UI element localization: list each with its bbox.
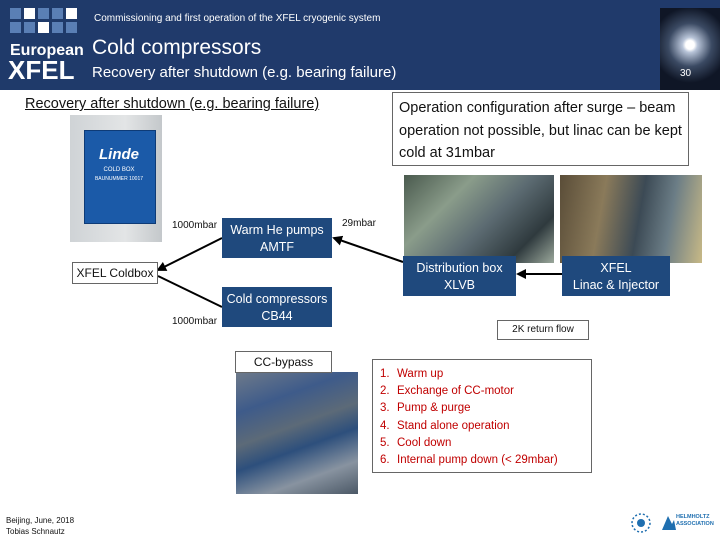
distribution-line2: XLVB xyxy=(443,278,476,292)
line-cold-compressors xyxy=(157,275,223,308)
helmholtz-line1: HELMHOLTZ xyxy=(676,514,710,520)
list-item: 3. Pump & purge xyxy=(380,400,558,417)
slide-subtitle: Recovery after shutdown (e.g. bearing fa… xyxy=(92,64,397,81)
linac-box: XFEL Linac & Injector xyxy=(562,256,670,296)
partner-logo-icon xyxy=(631,513,651,533)
logo-european-text: European xyxy=(10,42,84,59)
linac-line2: Linac & Injector xyxy=(572,278,660,292)
step-text: Exchange of CC-motor xyxy=(397,385,514,398)
list-item: 6. Internal pump down (< 29mbar) xyxy=(380,452,558,469)
footer-author: Tobias Schnautz xyxy=(6,527,65,536)
helmholtz-line2: ASSOCIATION xyxy=(676,521,714,527)
cold-compressors-box: Cold compressors CB44 xyxy=(222,287,332,327)
linde-panel xyxy=(84,130,156,224)
step-number: 4. xyxy=(380,419,390,432)
helmholtz-logo-text: HELMHOLTZ ASSOCIATION xyxy=(676,514,714,528)
arrow-pumps-to-coldbox xyxy=(156,237,223,271)
list-item: 2. Exchange of CC-motor xyxy=(380,383,558,400)
linde-label-line1: COLD BOX xyxy=(103,167,135,173)
step-text: Warm up xyxy=(397,368,444,380)
pressure-label-29: 29mbar xyxy=(342,218,376,229)
step-text: Pump & purge xyxy=(397,402,471,415)
linde-label-line2: BAUNUMMER 10017 xyxy=(94,176,144,182)
presentation-title: Commissioning and first operation of the… xyxy=(94,13,381,24)
distribution-box-photo xyxy=(404,175,554,263)
linac-tunnel-photo xyxy=(560,175,702,263)
linde-logo: Linde xyxy=(99,146,139,163)
distribution-box: Distribution box XLVB xyxy=(403,256,516,296)
logo-xfel-text: XFEL xyxy=(8,55,75,85)
warm-pumps-line2: AMTF xyxy=(259,240,295,254)
step-text: Internal pump down (< 29mbar) xyxy=(397,454,558,467)
warm-pumps-line1: Warm He pumps xyxy=(230,223,324,237)
step-text: Stand alone operation xyxy=(397,419,510,432)
page-number: 30 xyxy=(680,68,692,79)
coldbox-label: XFEL Coldbox xyxy=(72,262,158,284)
step-number: 1. xyxy=(380,368,390,380)
steps-box xyxy=(372,359,592,473)
step-number: 6. xyxy=(380,454,390,467)
arrow-dist-to-pumps xyxy=(332,235,404,263)
right-callout-box xyxy=(392,92,689,166)
list-item: 1. Warm up xyxy=(380,366,558,383)
footer-credit: Beijing, June, 2018 Tobias Schnautz xyxy=(6,515,74,537)
step-number: 2. xyxy=(380,385,390,398)
header-bar xyxy=(0,0,720,90)
step-number: 3. xyxy=(380,402,390,415)
cold-compressors-line1: Cold compressors xyxy=(226,292,328,306)
cold-compressors-line2: CB44 xyxy=(261,309,293,323)
pressure-label-top: 1000mbar xyxy=(172,220,218,231)
helmholtz-logo-icon xyxy=(662,516,676,530)
return-flow-label: 2K return flow xyxy=(497,320,589,340)
slide-title: Cold compressors xyxy=(92,36,262,59)
cc-bypass-label: CC-bypass xyxy=(235,351,332,373)
left-section-title: Recovery after shutdown (e.g. bearing fa… xyxy=(25,96,320,112)
footer-date: Beijing, June, 2018 xyxy=(6,516,75,525)
step-text: Cool down xyxy=(397,436,452,449)
tunnel-photo xyxy=(660,8,720,90)
list-item: 5. Cool down xyxy=(380,435,558,452)
right-callout-text: Operation configuration after surge – be… xyxy=(399,100,682,161)
linac-line1: XFEL xyxy=(600,261,632,275)
pressure-label-bottom: 1000mbar xyxy=(172,316,218,327)
distribution-line1: Distribution box xyxy=(416,261,503,275)
step-number: 5. xyxy=(380,436,390,449)
list-item: 4. Stand alone operation xyxy=(380,418,558,435)
european-xfel-logo xyxy=(0,0,90,90)
warm-pumps-box: Warm He pumps AMTF xyxy=(222,218,332,258)
recovery-steps-list: 1. Warm up 2. Exchange of CC-motor 3. Pump … xyxy=(380,366,558,469)
cold-compressor-photo xyxy=(236,372,358,494)
